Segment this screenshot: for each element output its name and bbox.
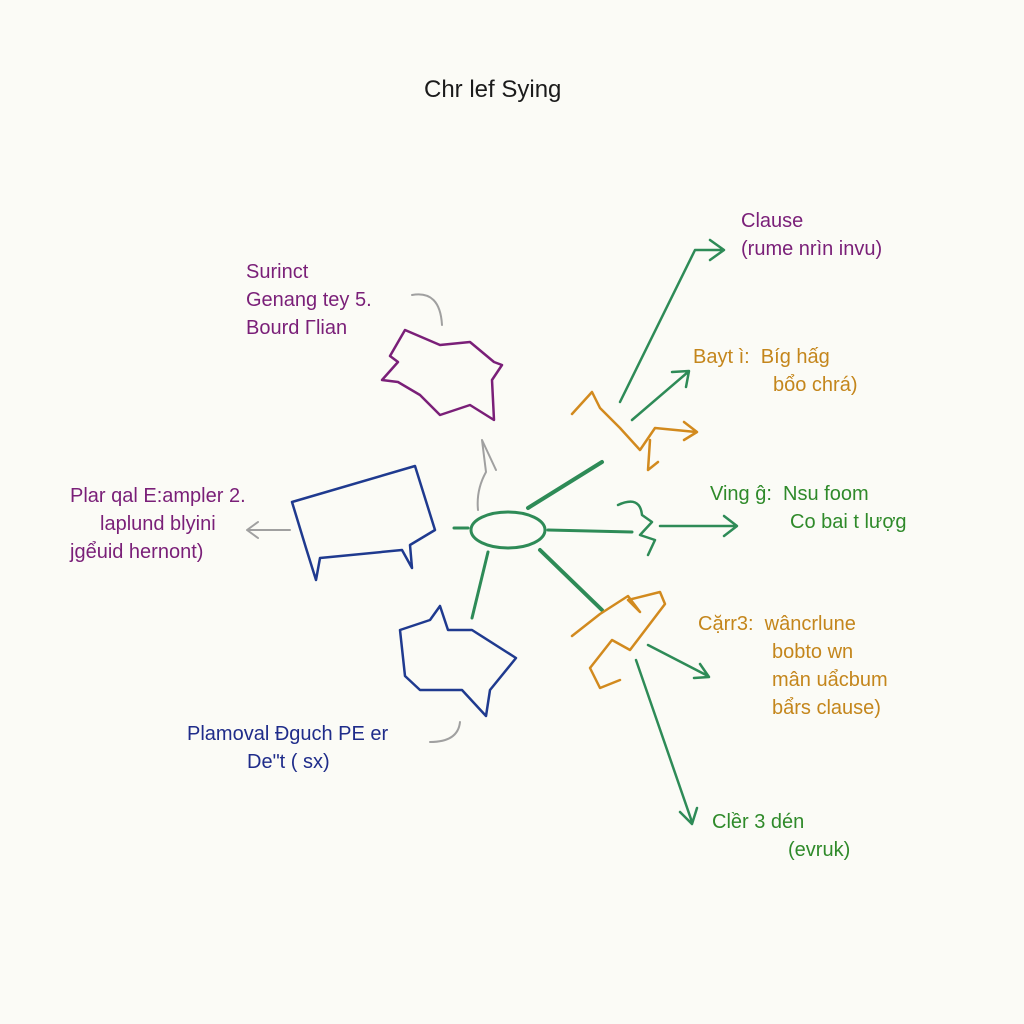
navy-shape-left (290, 464, 437, 582)
arrow-right-3 (646, 643, 711, 680)
label-right-3: Cặrr3: wâncrlune bobto wn mân uẩcbum bẩrs c… (698, 610, 888, 722)
label-line: Plamoval Ðguch PE er (187, 723, 389, 745)
label-line: laplund blyini (100, 513, 216, 535)
label-line: Bayt ì: Bíg hấg (693, 346, 830, 368)
label-line: bẩrs clause) (772, 697, 881, 719)
arrow-right-1 (630, 369, 691, 422)
label-line: Deʺt ( sx) (247, 751, 330, 773)
label-line: Clềr 3 dén (712, 811, 805, 833)
squiggle-green (616, 500, 657, 557)
label-right-2: Ving ĝ: Nsu foom Co bai t lượg (710, 480, 907, 536)
label-line: Bourd Γlian (246, 317, 348, 339)
spoke-lower-right (538, 548, 604, 612)
purple-shape (380, 328, 504, 422)
label-line: Plar qal E:ampler 2. (70, 485, 246, 507)
arrow-top-right (618, 238, 726, 404)
squiggle-orange-top (570, 390, 699, 472)
label-line: Genang tey 5. (246, 289, 372, 311)
navy-shape-bottom (398, 604, 518, 718)
arrow-bottom-right (634, 658, 699, 826)
label-line: Cặrr3: wâncrlune (698, 613, 856, 635)
label-top-right: Clause (rume nrìn invu) (741, 207, 882, 263)
arrow-right-2 (658, 514, 739, 538)
label-line: jgểuid hernont) (70, 541, 204, 563)
squiggle-orange-bottom (570, 590, 667, 690)
label-line: Clause (741, 210, 804, 232)
gray-curve-bottom (429, 721, 461, 743)
label-line: (rume nrìn invu) (741, 238, 883, 260)
spoke-right (546, 528, 634, 534)
label-line: Co bai t lượg (790, 511, 907, 533)
label-line: Surinct (246, 261, 309, 283)
label-right-1: Bayt ì: Bíg hấg bổo chrá) (693, 343, 858, 399)
spoke-upper-right (526, 460, 604, 510)
gray-arrow-left (246, 521, 291, 539)
center-node (469, 510, 547, 550)
gray-arrow-up (476, 439, 497, 511)
spoke-down (470, 550, 490, 620)
gray-curve-top (411, 293, 443, 326)
label-line: bổo chrá) (773, 374, 858, 396)
label-bottom-left: Plamoval Ðguch PE er Deʺt ( sx) (187, 720, 388, 776)
label-bottom-right: Clềr 3 dén (evruk) (712, 808, 850, 864)
label-line: bobto wn (772, 641, 854, 663)
diagram-title: Chr lef Sying (424, 76, 562, 103)
label-line: mân uẩcbum (772, 669, 888, 691)
label-line: Ving ĝ: Nsu foom (710, 483, 869, 505)
label-left: Plar qal E:ampler 2. laplund blyini jgểuid… (70, 482, 246, 566)
label-line: (evruk) (788, 839, 851, 861)
